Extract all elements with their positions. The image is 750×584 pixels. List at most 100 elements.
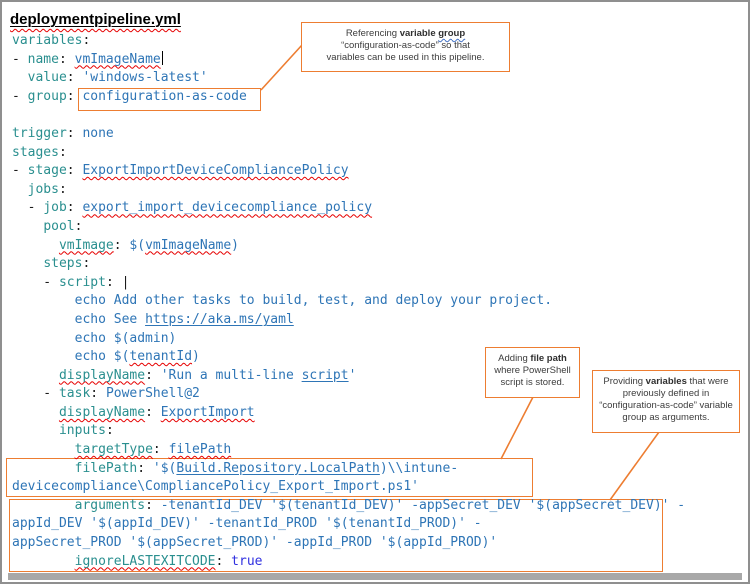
- code-line: echo $(admin): [12, 330, 685, 349]
- yaml-code-editor[interactable]: variables:- name: vmImageName value: 'wi…: [12, 32, 685, 571]
- code-token: : |: [105, 274, 130, 290]
- callout-arguments: Providing variables that were previously…: [592, 370, 740, 433]
- highlight-box-variable-group: [78, 88, 261, 111]
- code-line: steps:: [12, 255, 685, 274]
- code-token: '$(: [152, 460, 177, 476]
- code-token: [12, 498, 75, 513]
- code-line: devicecompliance\CompliancePolicy_Export…: [12, 478, 685, 497]
- code-token: pool: [43, 218, 75, 234]
- code-token: :: [58, 51, 75, 67]
- code-token: :: [66, 163, 83, 179]
- link[interactable]: script: [301, 367, 349, 383]
- code-token: -: [12, 274, 59, 290]
- code-token: -: [12, 51, 28, 67]
- code-token: [12, 368, 59, 383]
- code-token: ): [231, 237, 239, 253]
- link[interactable]: Build.Repository.LocalPath: [176, 460, 380, 476]
- code-token: :: [152, 442, 169, 458]
- code-token: export_import_devicecompliance_policy: [82, 200, 373, 216]
- code-line: arguments: -tenantId_DEV '$(tenantId_DEV…: [12, 497, 686, 516]
- code-line: variables:: [12, 32, 685, 51]
- code-token: appSecret_PROD '$(appSecret_PROD)' -appI…: [12, 535, 498, 551]
- callout-text: Referencing: [345, 28, 400, 39]
- callout-file-path: Adding file path where PowerShell script…: [485, 347, 580, 398]
- code-token: appId_DEV '$(appId_DEV)' -tenantId_PROD …: [12, 516, 482, 532]
- code-line: jobs:: [12, 181, 685, 200]
- code-token: :: [145, 497, 161, 513]
- code-token: ExportImportDeviceCompliancePolicy: [82, 163, 349, 179]
- code-token: :: [90, 386, 106, 402]
- code-token: targetType: [74, 442, 153, 458]
- code-line: trigger: none: [12, 125, 685, 144]
- code-token: :: [66, 200, 83, 216]
- code-token: tenantId: [129, 349, 193, 365]
- code-token: :: [66, 125, 83, 141]
- code-token: -: [12, 88, 28, 104]
- code-token: [12, 70, 28, 85]
- code-token: ': [348, 367, 357, 383]
- code-token: echo $(: [12, 349, 130, 365]
- code-line: - group: configuration-as-code: [12, 88, 685, 107]
- code-line: [12, 106, 685, 125]
- code-token: [12, 182, 28, 197]
- code-line: displayName: 'Run a multi-line script': [12, 367, 685, 386]
- code-token: name: [27, 51, 59, 67]
- code-token: task: [58, 386, 91, 402]
- link[interactable]: https://aka.ms/yaml: [145, 311, 294, 327]
- code-line: - script: |: [12, 274, 685, 293]
- code-token: vmImageName: [145, 237, 232, 253]
- code-token: :: [145, 367, 161, 383]
- highlight-box-filepath: [6, 458, 533, 497]
- code-token: displayName: [58, 404, 146, 420]
- code-line: echo Add other tasks to build, test, and…: [12, 292, 685, 311]
- code-token: [12, 423, 59, 438]
- code-token: filePath: [168, 442, 232, 458]
- callout-text: Providing: [603, 376, 646, 387]
- code-token: :: [113, 237, 130, 253]
- code-line: displayName: ExportImport: [12, 404, 685, 423]
- code-token: ignoreLASTEXITCODE: [74, 553, 216, 569]
- code-line: - job: export_import_devicecompliance_po…: [12, 199, 685, 218]
- text-cursor: [161, 50, 164, 65]
- code-token: :: [74, 218, 83, 234]
- code-line: - stage: ExportImportDeviceCompliancePol…: [12, 162, 685, 181]
- code-token: stage: [27, 163, 67, 179]
- code-token: steps: [43, 256, 83, 272]
- callout-text: file path: [530, 353, 567, 364]
- code-token: :: [82, 33, 91, 48]
- code-token: [12, 554, 75, 569]
- code-token: script: [58, 274, 106, 290]
- code-token: :: [58, 181, 67, 197]
- code-token: [12, 442, 75, 457]
- code-token: devicecompliance\CompliancePolicy_Export…: [12, 479, 419, 495]
- code-line: - task: PowerShell@2: [12, 385, 685, 404]
- code-token: :: [137, 460, 153, 476]
- code-token: jobs: [27, 181, 59, 197]
- code-token: [12, 405, 59, 420]
- code-token: configuration-as-code: [82, 88, 247, 104]
- code-token: stages: [12, 144, 59, 160]
- callout-variable-group: Referencing variable group “configuratio…: [301, 22, 510, 72]
- code-token: vmImage: [58, 237, 114, 253]
- code-token: job: [43, 200, 67, 216]
- code-line: vmImage: $(vmImageName): [12, 237, 685, 256]
- code-line: value: 'windows-latest': [12, 69, 685, 88]
- code-token: trigger: [12, 125, 67, 141]
- horizontal-scrollbar[interactable]: [8, 573, 742, 580]
- code-token: ): [192, 349, 200, 365]
- code-line: - name: vmImageName: [12, 50, 685, 70]
- code-token: :: [58, 144, 67, 160]
- code-line: pool:: [12, 218, 685, 237]
- code-token: ExportImport: [160, 404, 255, 420]
- code-token: :: [66, 70, 83, 86]
- code-line: appId_DEV '$(appId_DEV)' -tenantId_PROD …: [12, 515, 685, 534]
- code-token: -: [12, 200, 44, 216]
- code-token: [12, 461, 75, 476]
- code-token: echo Add other tasks to build, test, and…: [12, 293, 553, 309]
- code-line: stages:: [12, 144, 685, 163]
- code-token: echo See: [12, 311, 146, 327]
- code-line: inputs:: [12, 422, 685, 441]
- code-token: arguments: [74, 497, 146, 513]
- code-token: :: [145, 404, 161, 420]
